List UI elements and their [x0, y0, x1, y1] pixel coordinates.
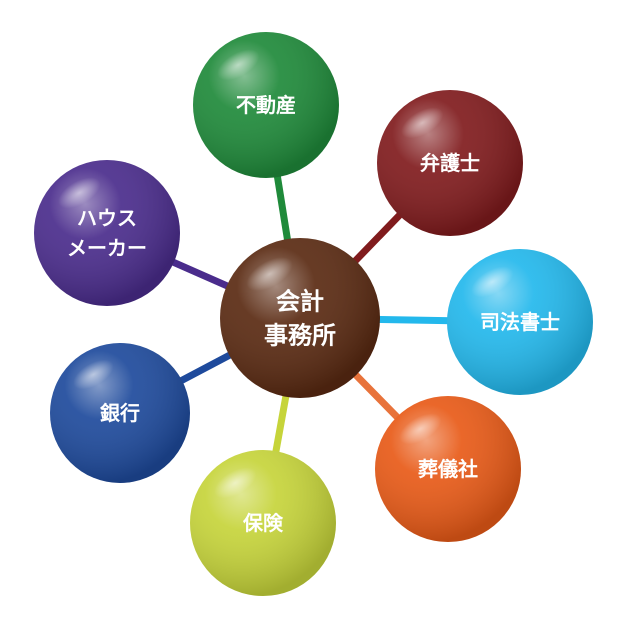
- node-bengoshi: 弁護士: [377, 90, 523, 236]
- node-sogisha-label-line: 葬儀社: [418, 457, 478, 481]
- node-house-maker-gloss: [34, 160, 180, 306]
- node-fudosan-label-line: 不動産: [236, 93, 296, 117]
- node-shihoshoshi-label: 司法書士: [480, 310, 560, 334]
- node-bengoshi-highlight: [401, 107, 444, 139]
- node-ginko: 銀行: [50, 343, 190, 483]
- node-sogisha-highlight: [399, 413, 442, 445]
- node-ginko-label-line: 銀行: [100, 401, 140, 425]
- node-house-maker-label-line: ハウス: [77, 206, 137, 230]
- node-center-label-line: 会計: [276, 288, 324, 316]
- node-sogisha: 葬儀社: [375, 396, 521, 542]
- node-center-label: 会計事務所: [264, 288, 336, 350]
- node-sogisha-label: 葬儀社: [418, 457, 478, 481]
- node-shihoshoshi: 司法書士: [447, 249, 593, 395]
- node-house-maker-highlight: [58, 177, 101, 209]
- node-hoken: 保険: [190, 450, 336, 596]
- node-ginko-label: 銀行: [100, 401, 140, 425]
- node-center-highlight: [246, 257, 293, 291]
- node-hoken-label: 保険: [242, 511, 284, 535]
- node-center-gloss: [220, 238, 380, 398]
- node-shihoshoshi-label-line: 司法書士: [480, 310, 560, 334]
- node-house-maker-label-line: メーカー: [67, 236, 147, 260]
- node-bengoshi-label: 弁護士: [420, 151, 480, 175]
- node-ginko-highlight: [73, 359, 114, 390]
- node-shihoshoshi-highlight: [471, 266, 514, 298]
- node-center: 会計事務所: [220, 238, 380, 398]
- node-bengoshi-label-line: 弁護士: [420, 151, 480, 175]
- node-fudosan-label: 不動産: [236, 93, 296, 117]
- node-hoken-label-line: 保険: [242, 511, 284, 535]
- node-fudosan-highlight: [217, 49, 260, 81]
- node-house-maker: ハウスメーカー: [34, 160, 180, 306]
- node-hoken-highlight: [214, 467, 257, 499]
- node-center-label-line: 事務所: [264, 322, 336, 350]
- node-house-maker-label: ハウスメーカー: [67, 206, 147, 260]
- node-fudosan: 不動産: [193, 32, 339, 178]
